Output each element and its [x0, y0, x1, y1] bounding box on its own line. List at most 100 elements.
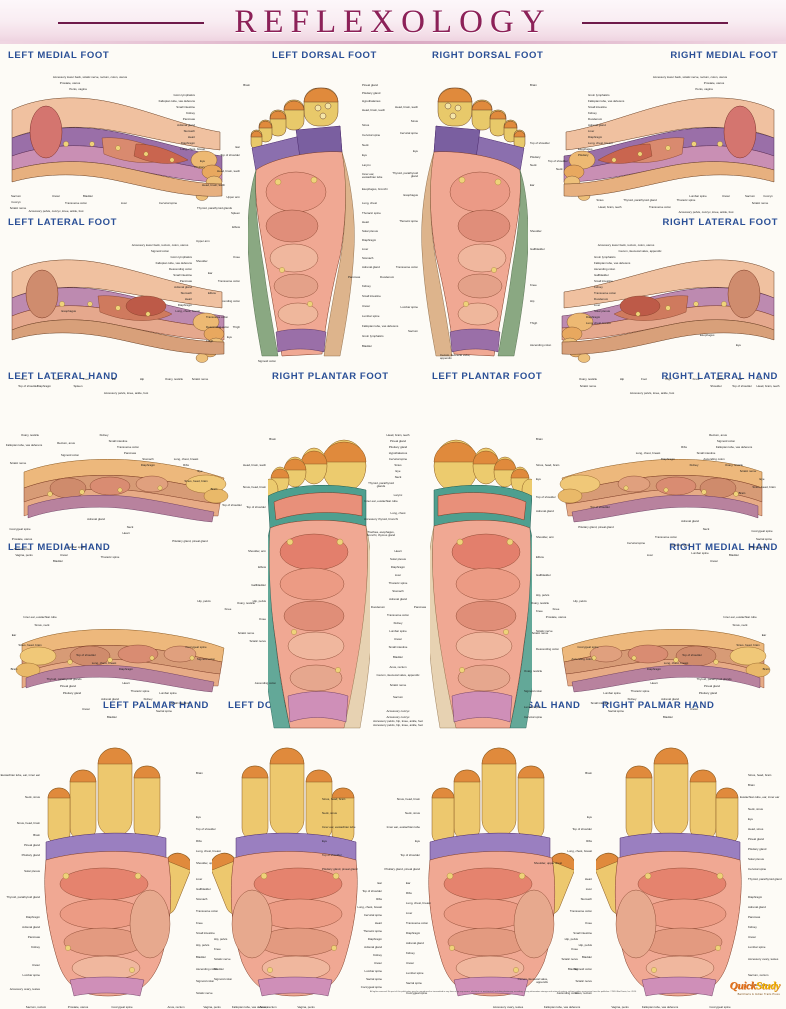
label-rdf-l-1: Top of shoulder	[530, 141, 550, 145]
label-rmf-l-11: Neck	[556, 167, 563, 171]
label-rlf-b-11: Top of shoulder	[732, 384, 752, 388]
label-rlh-b-13: Top of shoulder	[590, 505, 610, 509]
label-rph-l-11: Small intestine	[573, 931, 592, 935]
label-ldf-l-3: Head, brain, teeth	[217, 169, 240, 173]
label-lmh-17: Small intestine	[170, 701, 190, 705]
label-rmf-l-10: Pituitary	[578, 153, 589, 157]
logo-quick: Quick	[729, 980, 756, 992]
label-lph-r-10: Knee	[196, 921, 203, 925]
header-underline	[0, 41, 786, 44]
label-rmh-10: Pituitary gland	[698, 691, 718, 695]
label-rmh-4: Brain	[762, 667, 770, 671]
label-pc-19: Stomach	[392, 589, 404, 593]
label-llf-b-3: Ear	[111, 377, 117, 381]
label-ldf-r-1: Pituitary gland	[362, 91, 381, 95]
label-pc-30: Cecum, ileocecal valve, appendix	[376, 673, 420, 677]
label-rmh-6: Lung, chest, breast	[663, 661, 689, 665]
diagram-left-dorsal-hand	[212, 734, 362, 1002]
label-rph-l-13: Bladder	[582, 955, 592, 959]
label-lmh-21: Hip, pelvis	[197, 599, 211, 603]
logo-study: Study	[755, 980, 780, 992]
label-ldf-r-14: Solar plexus	[362, 229, 378, 233]
label-ldf-l-6: Elbow	[232, 225, 240, 229]
label-lpf-r-8: Hip, pelvis	[536, 593, 550, 597]
label-lph-l-10: Pancreas	[27, 935, 40, 939]
label-rph-l-10: Knee	[585, 921, 592, 925]
label-llh-b-8: Heart	[122, 531, 130, 535]
label-lph-r-14: Ascending colon	[196, 967, 218, 971]
label-llh-b-0: Coccygeal spine	[9, 527, 31, 531]
label-rpf-l-0: Brain	[269, 437, 276, 441]
label-rlf-t-13: Lung, chest, breast	[586, 321, 611, 325]
label-llf-t-11: Lung, chest, breast	[175, 309, 200, 313]
section-title-left-dorsal-foot: LEFT DORSAL FOOT	[272, 50, 377, 61]
label-rlh-t-0: Rectum, anus	[709, 433, 727, 437]
label-rlh-b-6: Thoracic spine	[670, 543, 690, 547]
label-pc-29: Anus, rectum	[389, 665, 407, 669]
label-ldf-r-16: Liver	[362, 247, 369, 251]
label-llf-b-8: Ovary, testicle	[164, 377, 184, 381]
label-lph-r-0: Brain	[196, 771, 203, 775]
label-llf-r-5: Descending colon	[206, 325, 229, 329]
label-rdh-2: Inner ear, eustachian tube	[386, 825, 420, 829]
label-rmf-b-9: Sciatic nerve	[751, 201, 769, 205]
label-llh-b-7: Thoracic spine	[100, 555, 120, 559]
label-rph-r-6: Pineal gland	[748, 837, 764, 841]
label-ldh-26: Sigmoid colon	[214, 977, 233, 981]
label-llh-t-3: Rectum, anus	[57, 441, 75, 445]
label-rph-r-3: Neck, sinus	[748, 807, 763, 811]
label-rdf-r-6: Lumbar spine	[400, 305, 418, 309]
label-ldf-l-5: Spleen	[230, 211, 240, 215]
label-rmf-b-2: Thoracic spine	[676, 198, 696, 202]
label-lmh-12: Thoracic spine	[130, 689, 150, 693]
label-lph-l-13: Lumbar spine	[22, 973, 40, 977]
label-rdh-23: Ascending colon	[556, 991, 578, 995]
label-rlf-b-4: Thigh	[664, 377, 672, 381]
label-lpf-r-5: Shoulder, arm	[536, 535, 554, 539]
label-rlh-b-10: Adrenal gland	[681, 519, 699, 523]
label-lph-r-2: Top of shoulder	[196, 827, 216, 831]
diagram-left-dorsal-foot	[248, 74, 358, 379]
label-lmf-r-11: Pituitary	[194, 165, 205, 169]
label-lph-r-5: Shoulder, upper chest	[196, 861, 225, 865]
label-rdh-22: Cecum, ileocecal valve, appendix	[517, 977, 548, 985]
label-pc-27: Small intestine	[388, 645, 408, 649]
label-ldh-15: Kidney	[373, 953, 382, 957]
label-rlf-t-8: Transverse colon	[594, 291, 617, 295]
label-pc-11: Lung, chest	[390, 511, 406, 515]
label-lmf-r-4: Pancreas	[182, 117, 195, 121]
label-rph-r-12: Adrenal gland	[748, 905, 766, 909]
diagram-right-dorsal-foot	[418, 74, 528, 379]
label-lph-r-1: Eye	[196, 815, 201, 819]
label-lmf-r-9: Lung, chest, breast	[180, 147, 205, 151]
label-lph-r-16: Sciatic nerve	[196, 991, 213, 995]
label-lph-r-6: Liver	[196, 877, 203, 881]
label-lmh-14: Kidney	[143, 697, 153, 701]
label-lph-l-8: Diaphragm	[25, 915, 40, 919]
diagram-left-plantar-foot	[430, 432, 532, 732]
label-rpf-l-10: Ascending colon	[254, 681, 276, 685]
label-ldh-0: Sinus, head, brain	[322, 797, 346, 801]
label-ldh-11: Heart	[374, 921, 382, 925]
label-llf-r-0: Upper arm	[196, 239, 210, 243]
label-lmf-r-2: Small intestine	[176, 105, 195, 109]
label-llf-r-6: Thigh	[206, 339, 214, 343]
label-rdf-l-7: Knee	[530, 283, 537, 287]
label-rlf-t-1: Cecum, ileocecal valve, appendix	[618, 249, 662, 253]
label-llf-t-13: Eye	[227, 335, 232, 339]
label-rdf-l-0: Brain	[530, 83, 537, 87]
label-rmh-1: Sinus, neck	[732, 623, 748, 627]
section-title-right-lateral-foot: RIGHT LATERAL FOOT	[662, 217, 778, 228]
label-pc-33: Accessory coccyx	[386, 709, 410, 713]
label-lph-l-11: Kidney	[31, 945, 40, 949]
label-rph-r-13: Pancreas	[748, 915, 761, 919]
label-rlf-t-14: Esophagus	[700, 333, 715, 337]
label-lpf-r-15: Lumbar spine	[524, 705, 542, 709]
label-lmh-1: Sinus, neck	[34, 623, 50, 627]
label-rph-l-3: Ribs	[586, 839, 592, 843]
label-lmh-25: Ovary, testicle	[236, 601, 256, 605]
label-ldh-2: Inner ear, eustachian tube	[322, 825, 356, 829]
label-rlh-b-12: Pituitary gland, pineal gland	[578, 525, 614, 529]
diagram-right-medial-hand	[558, 600, 774, 704]
label-rlh-t-2: Fallopian tube, vas deferens	[715, 445, 753, 449]
